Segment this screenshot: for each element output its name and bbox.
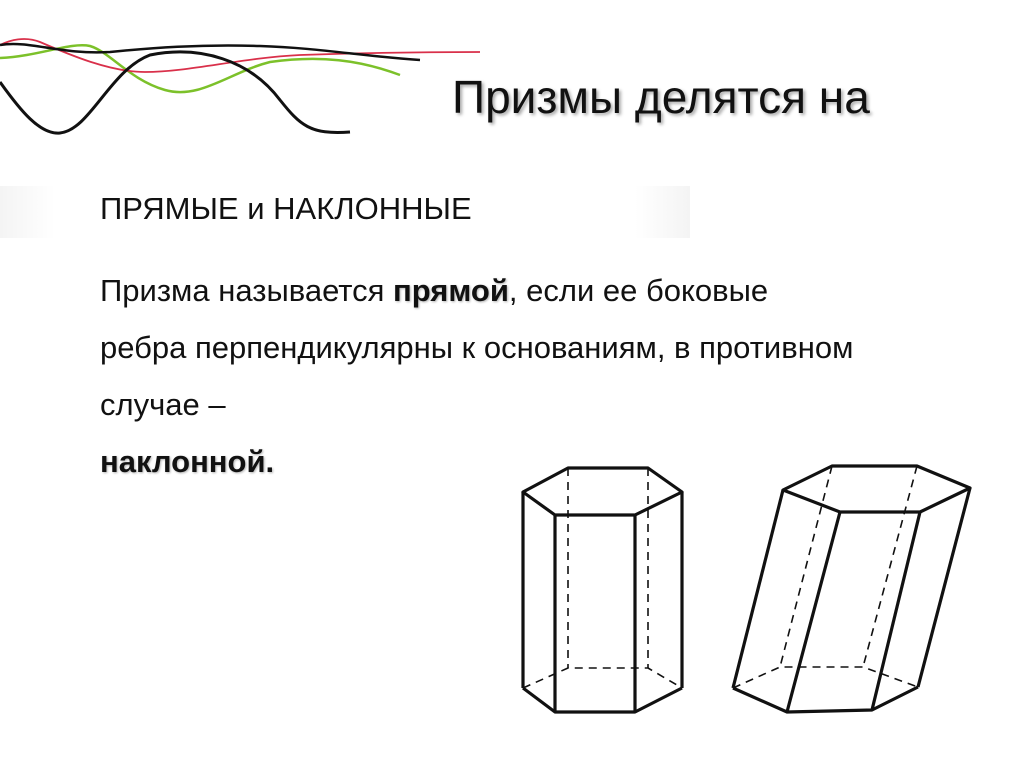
body-part-1: Призма называется bbox=[100, 273, 394, 308]
slide-body-text: Призма называется прямой, если ее боковы… bbox=[100, 262, 860, 490]
wave-black-1 bbox=[0, 42, 421, 62]
oblique-prism-figure bbox=[731, 464, 972, 714]
subtitle-band bbox=[0, 186, 690, 238]
straight-prism bbox=[521, 466, 684, 714]
slide-title: Призмы делятся на bbox=[452, 71, 870, 123]
term-oblique: наклонной. bbox=[100, 444, 275, 479]
term-straight: прямой bbox=[393, 273, 509, 308]
wave-red bbox=[0, 38, 481, 73]
body-part-2: , если ее боковые ребра перпендикулярны … bbox=[100, 273, 854, 422]
slide-subtitle: ПРЯМЫЕ и НАКЛОННЫЕ bbox=[100, 191, 472, 226]
wave-black-2 bbox=[0, 50, 351, 135]
wave-green bbox=[0, 44, 401, 94]
right-prism-figure bbox=[521, 464, 972, 714]
